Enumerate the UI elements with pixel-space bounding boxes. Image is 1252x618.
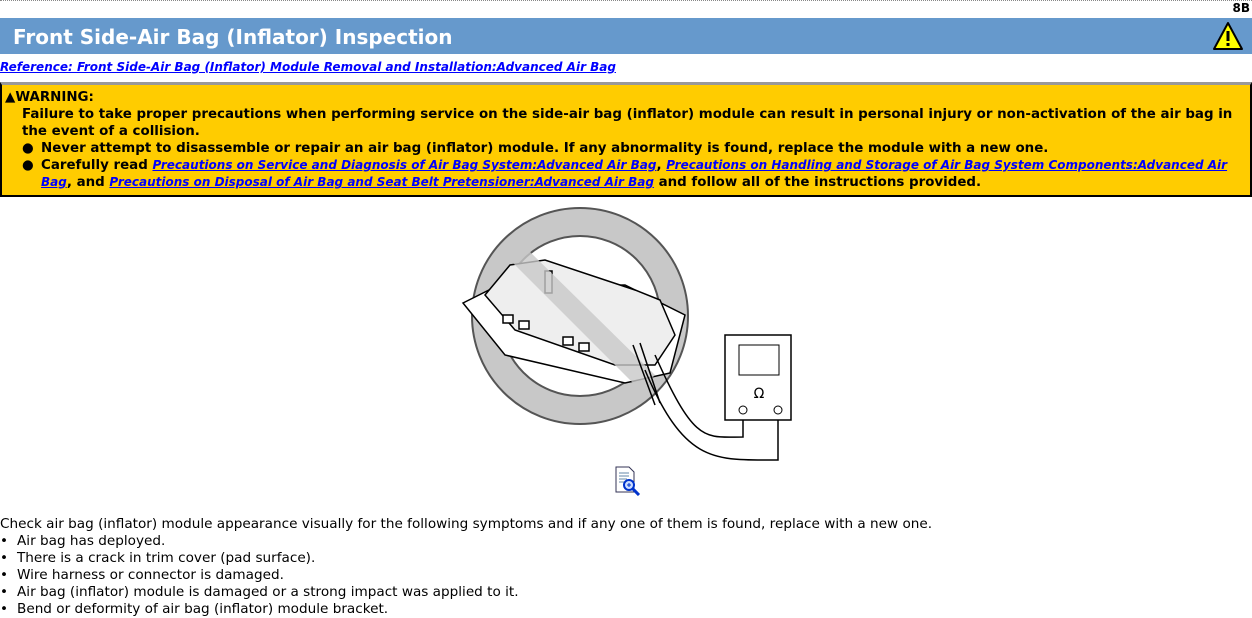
list-item: •Bend or deformity of air bag (inflator)…	[0, 601, 389, 617]
warning-intro: Failure to take proper precautions when …	[22, 107, 1233, 139]
warning-icon	[1213, 22, 1243, 50]
warning-box: ▲WARNING: Failure to take proper precaut…	[0, 82, 1252, 197]
list-item: •Air bag has deployed.	[0, 533, 166, 549]
zoom-figure-icon[interactable]	[614, 466, 642, 496]
section-code: 8B	[1232, 1, 1251, 15]
link-handling-precautions[interactable]: Precautions on Handling and Storage of A…	[41, 158, 1228, 189]
ohmmeter: Ω	[724, 334, 792, 421]
list-item: •Wire harness or connector is damaged.	[0, 567, 284, 583]
title-bar: Front Side-Air Bag (Inflator) Inspection	[0, 18, 1252, 54]
warning-bullet: Never attempt to disassemble or repair a…	[41, 141, 1049, 156]
inspection-intro: Check air bag (inflator) module appearan…	[0, 516, 933, 532]
prohibition-slash	[510, 245, 655, 390]
link-service-precautions[interactable]: Precautions on Service and Diagnosis of …	[152, 158, 657, 172]
reference-link[interactable]: Reference: Front Side-Air Bag (Inflator)…	[0, 60, 616, 74]
warning-heading: WARNING:	[15, 90, 94, 105]
inspection-text: Check air bag (inflator) module appearan…	[0, 516, 932, 618]
list-item: •Air bag (inflator) module is damaged or…	[0, 584, 519, 600]
top-divider	[0, 0, 1252, 1]
ohm-symbol: Ω	[754, 386, 765, 402]
page-title: Front Side-Air Bag (Inflator) Inspection	[13, 25, 453, 49]
warning-bullet: Carefully read Precautions on Service an…	[41, 158, 1228, 190]
list-item: •There is a crack in trim cover (pad sur…	[0, 550, 316, 566]
link-disposal-precautions[interactable]: Precautions on Disposal of Air Bag and S…	[109, 175, 654, 189]
warning-small-icon: ▲	[5, 90, 16, 105]
inspection-illustration: Ω	[461, 207, 792, 461]
test-probes	[632, 342, 779, 461]
